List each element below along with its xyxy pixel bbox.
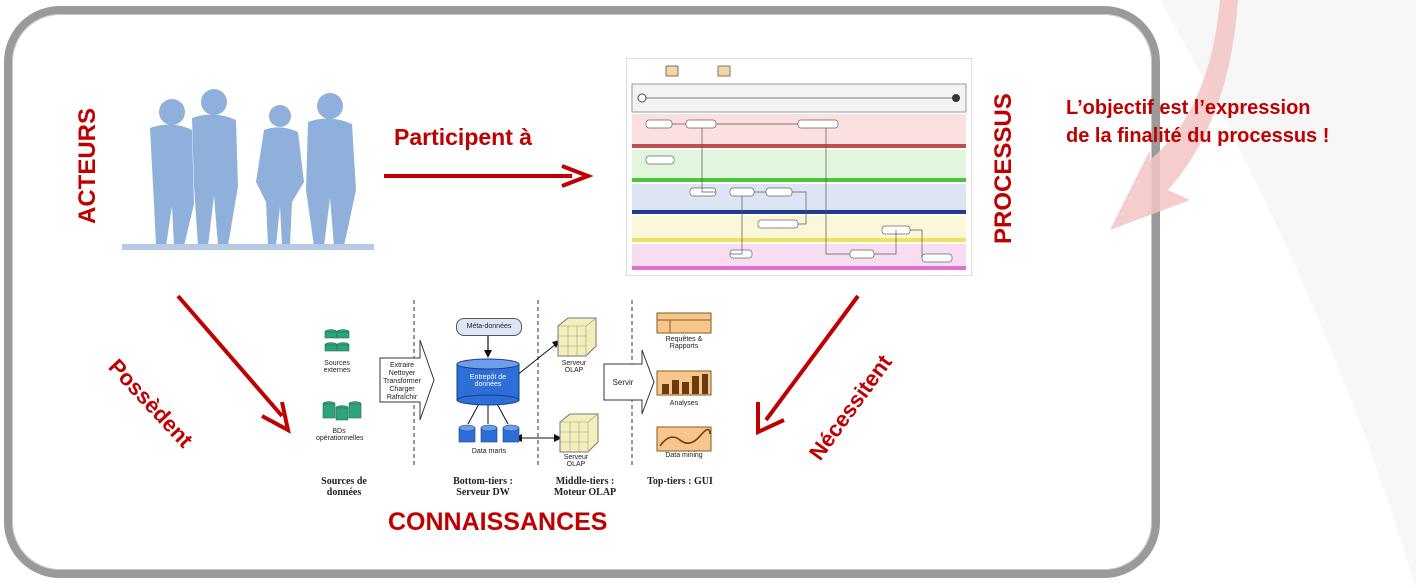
rounded-frame-inner	[12, 14, 1152, 570]
curved-arrow	[1110, 0, 1238, 230]
meta-box: Méta-données	[456, 318, 522, 336]
etl-steps: Extraire Nettoyer Transformer Charger Ra…	[382, 362, 422, 402]
dw-diagram: Sources externes BDs opérationnelles Ext…	[304, 298, 728, 498]
arrow-participent	[384, 164, 594, 188]
datamarts-label: Data marts	[471, 448, 507, 455]
etl-step: Charger	[389, 386, 415, 393]
etl-step: Transformer	[383, 378, 421, 385]
serveur-olap-label-2: Serveur OLAP	[563, 454, 589, 468]
connaissances-label: CONNAISSANCES	[388, 508, 608, 536]
etl-step: Extraire	[389, 362, 415, 369]
entrepot-cylinder	[456, 358, 520, 406]
etl-step: Rafraîchir	[386, 394, 418, 401]
rounded-frame	[4, 6, 1160, 578]
col-top: Top-tiers : GUI	[647, 476, 713, 487]
acteurs-label: ACTEURS	[74, 108, 101, 225]
report-icon	[656, 312, 712, 334]
serveur-olap-label-1: Serveur OLAP	[561, 360, 587, 374]
processus-label: PROCESSUS	[990, 93, 1017, 245]
olap-cube-icon	[557, 317, 597, 357]
col-bottom: Bottom-tiers : Serveur DW	[453, 476, 513, 498]
olap-cube-icon	[559, 413, 599, 453]
arrow-possedent	[176, 294, 291, 434]
datamining-label: Data mining	[665, 452, 703, 459]
dw-lines	[379, 300, 655, 468]
entrepot-label: Entrepôt de données	[469, 374, 507, 388]
participent-label: Participent à	[394, 124, 533, 150]
col-middle: Middle-tiers : Moteur OLAP	[553, 476, 617, 498]
analyses-icon	[656, 370, 712, 396]
sources-ext-label: Sources externes	[323, 360, 351, 374]
actors-silhouettes	[122, 86, 374, 250]
datamining-icon	[656, 426, 712, 452]
process-diagram	[626, 58, 972, 276]
etl-step: Nettoyer	[388, 370, 416, 377]
sources-ext-icon	[324, 329, 350, 352]
datamarts-icon	[458, 424, 520, 443]
analyses-label: Analyses	[669, 400, 699, 407]
objective-line2: de la finalité du processus !	[1066, 125, 1330, 147]
bd-ops-label: BDs opérationnelles	[316, 428, 364, 442]
arrow-necessitent	[756, 294, 860, 436]
servir-label: Servir	[612, 378, 634, 387]
bd-ops-icon	[322, 401, 362, 421]
requetes-label: Requêtes & Rapports	[665, 336, 703, 350]
objective-text: L’objectif est l’expression de la finali…	[1066, 94, 1329, 150]
col-sources: Sources de données	[321, 476, 367, 498]
objective-line1: L’objectif est l’expression	[1066, 97, 1311, 119]
